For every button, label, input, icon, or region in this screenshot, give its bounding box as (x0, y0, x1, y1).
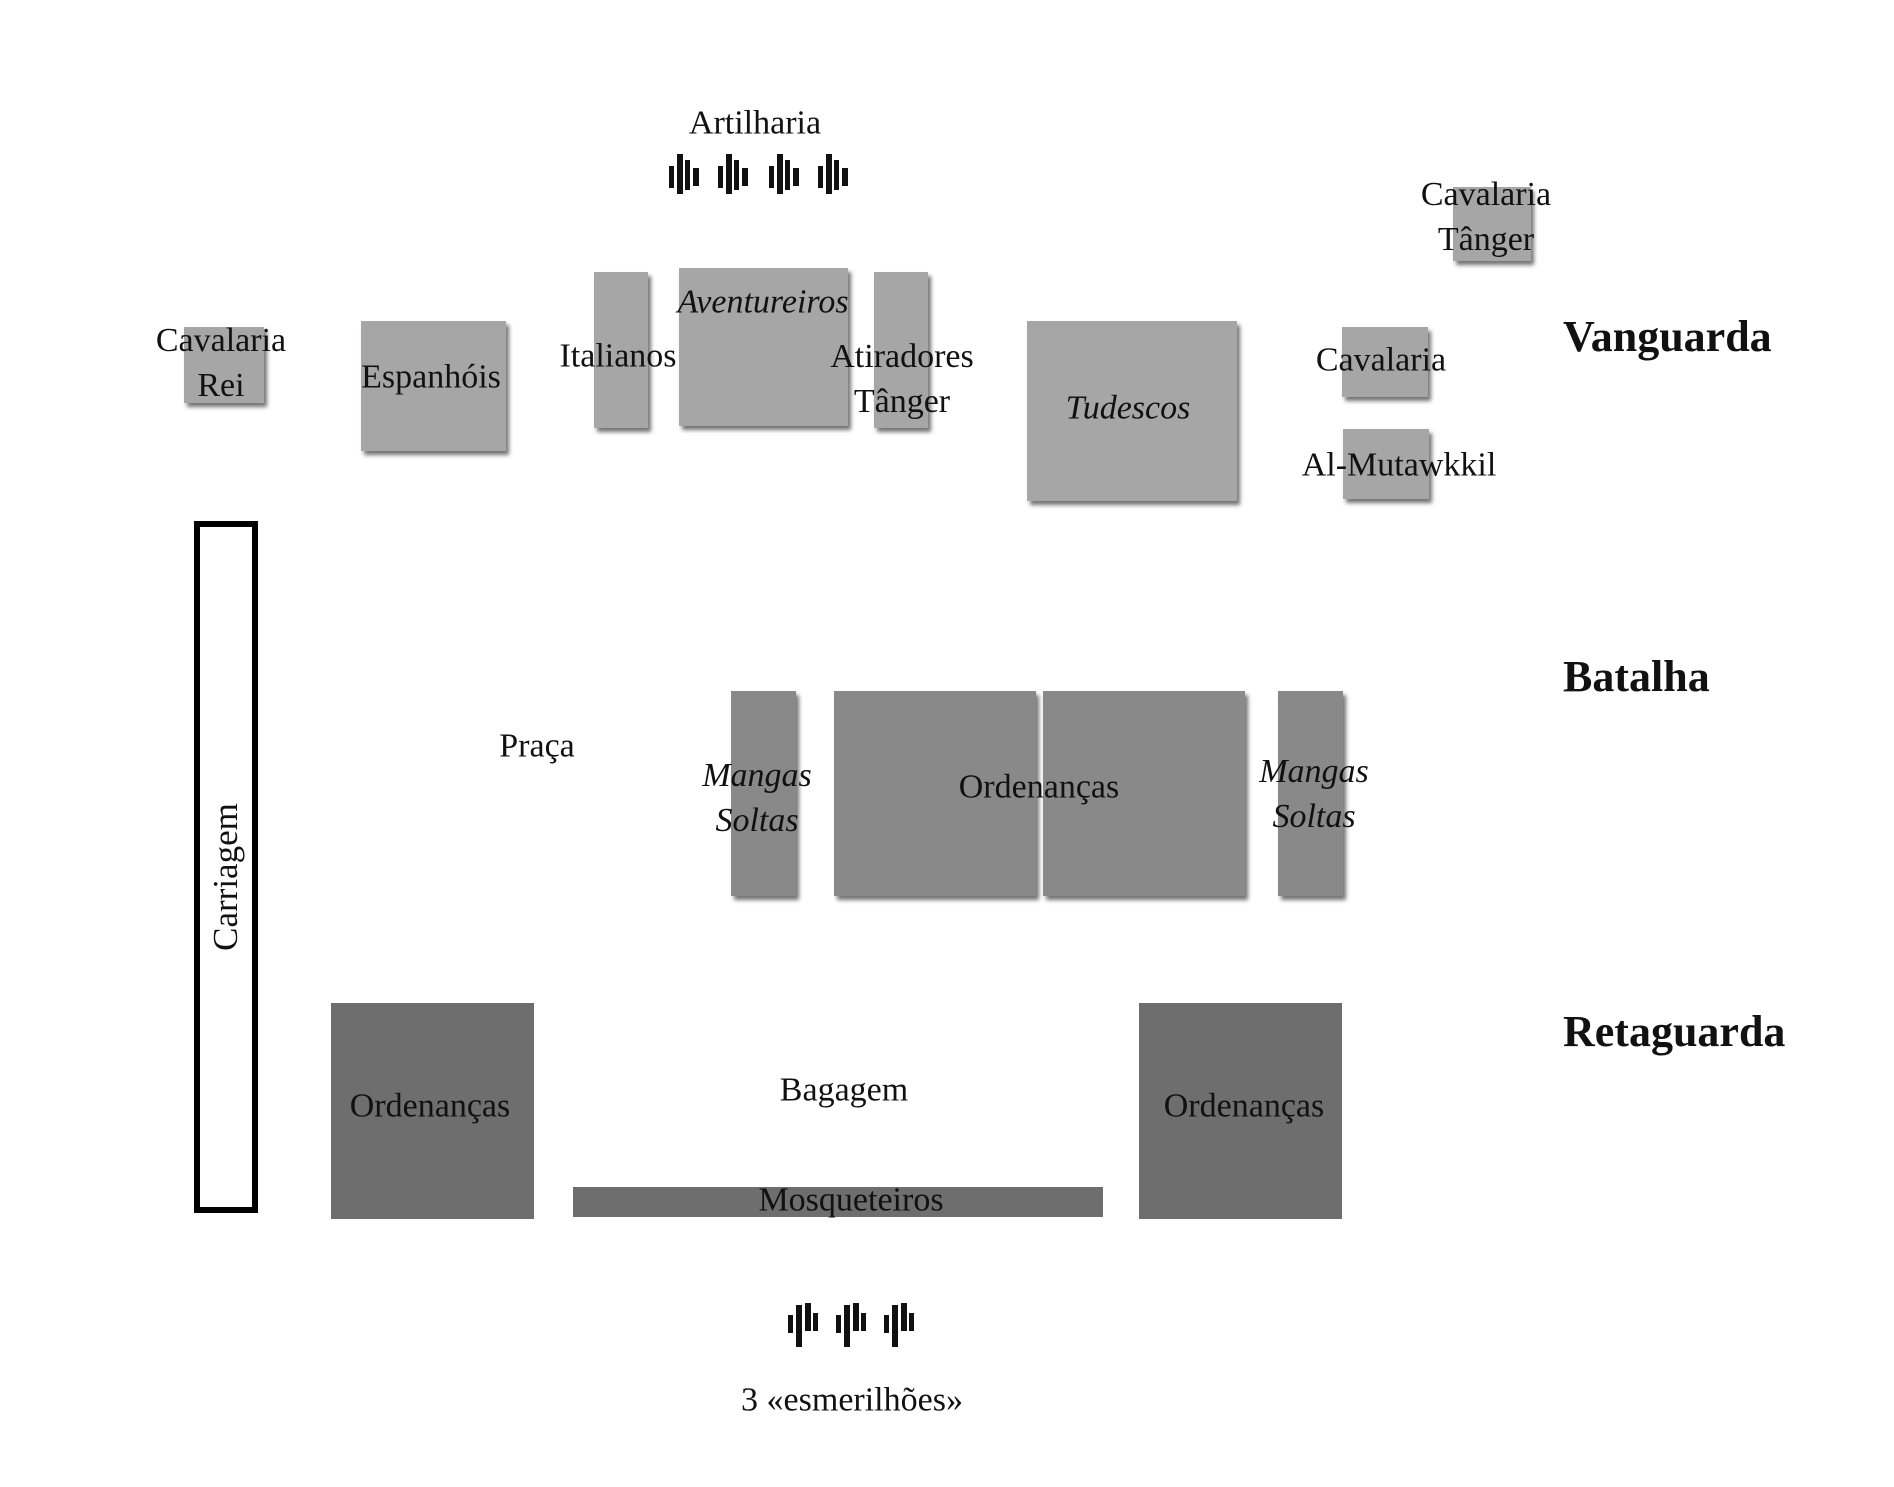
label-mangas-soltas-left: Mangas Soltas (702, 757, 812, 839)
cannon-icon (718, 154, 748, 194)
label-mosqueteiros: Mosqueteiros (758, 1181, 944, 1219)
cannon-icon (769, 154, 799, 194)
section-retaguarda: Retaguarda (1563, 1007, 1786, 1056)
label-italianos: Italianos (559, 337, 677, 375)
unit-cavalaria-tanger (1453, 187, 1531, 261)
unit-al-mutawakkil (1343, 429, 1429, 499)
swivel-gun-icon (788, 1303, 818, 1347)
section-vanguarda: Vanguarda (1563, 312, 1772, 361)
label-espanhois: Espanhóis (361, 358, 501, 396)
unit-mangas-soltas-left (731, 691, 796, 896)
unit-italianos (594, 272, 648, 428)
unit-aventureiros (679, 268, 848, 426)
esmerilhoes-label: 3 «esmerilhões» (741, 1381, 963, 1419)
label-mangas-soltas-right: Mangas Soltas (1259, 753, 1369, 835)
cannon-icon (669, 154, 699, 194)
label-praca: Praça (499, 727, 575, 765)
cannon-icon (818, 154, 848, 194)
section-batalha: Batalha (1563, 652, 1710, 701)
unit-mosqueteiros (573, 1187, 1103, 1217)
label-atiradores-tanger: Atiradores Tânger (830, 338, 974, 420)
label-ordenancas-battle: Ordenanças (958, 768, 1120, 806)
unit-atiradores-tanger (874, 272, 928, 428)
label-aventureiros: Aventureiros (677, 283, 849, 321)
swivel-gun-icon (836, 1303, 866, 1347)
label-bagagem: Bagagem (779, 1071, 909, 1109)
artillery-label: Artilharia (688, 104, 822, 142)
label-tudescos: Tudescos (1065, 389, 1191, 427)
label-al-mutawakkil: Al-Mutawkkil (1301, 446, 1497, 484)
label-ordenancas-rear-right: Ordenanças (1163, 1087, 1325, 1125)
label-carriagem: Carriagem (206, 803, 245, 951)
label-cavalaria-tanger: Cavalaria Tânger (1420, 176, 1552, 258)
label-cavalaria-rei: Cavalaria Rei (155, 322, 287, 404)
unit-ordenancas-rear-right (1139, 1003, 1342, 1219)
unit-tudescos (1027, 321, 1237, 501)
label-cavalaria: Cavalaria (1315, 341, 1447, 379)
unit-ordenancas-rear-left (331, 1003, 534, 1219)
label-ordenancas-rear-left: Ordenanças (349, 1087, 511, 1125)
unit-ordenancas-battle-left (834, 691, 1036, 896)
swivel-gun-icon (884, 1303, 914, 1347)
unit-mangas-soltas-right (1278, 691, 1343, 896)
unit-cavalaria-rei (184, 327, 264, 403)
unit-cavalaria (1342, 327, 1428, 397)
unit-ordenancas-battle-right (1043, 691, 1245, 896)
carriagem-frame (194, 521, 258, 1213)
unit-espanhois (361, 321, 506, 451)
